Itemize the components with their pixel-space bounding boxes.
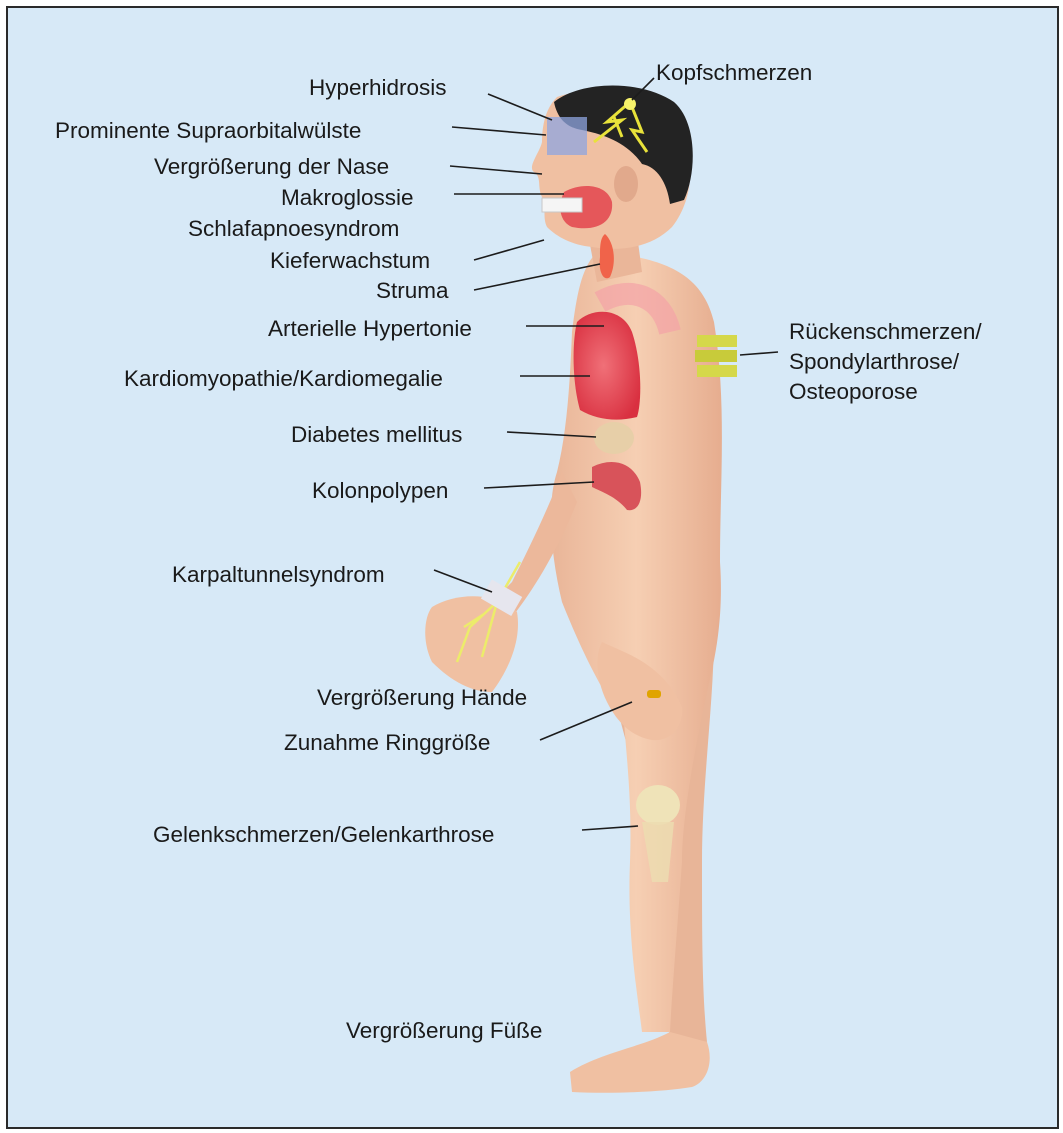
label-struma: Struma	[376, 278, 449, 304]
leader-ruecken	[740, 352, 778, 355]
leader-kiefer	[474, 240, 544, 260]
ring	[647, 690, 661, 698]
label-kiefer: Kieferwachstum	[270, 248, 430, 274]
supraorbital-pattern	[547, 117, 587, 155]
label-kardio: Kardiomyopathie/Kardiomegalie	[124, 366, 443, 392]
label-kolon: Kolonpolypen	[312, 478, 448, 504]
pancreas	[594, 422, 634, 454]
knee-patella	[636, 785, 680, 825]
leader-gelenk	[582, 826, 638, 830]
leader-nase	[450, 166, 542, 174]
ear	[614, 166, 638, 202]
label-gelenk: Gelenkschmerzen/Gelenkarthrose	[153, 822, 494, 848]
leader-supraorbital	[452, 127, 546, 135]
leader-hyperhidrosis	[488, 94, 552, 120]
label-hypertonie: Arterielle Hypertonie	[268, 316, 472, 342]
label-supraorbital: Prominente Supraorbitalwülste	[55, 118, 361, 144]
leader-karpal	[434, 570, 492, 592]
headache-glow	[624, 98, 636, 110]
label-haende: Vergrößerung Hände	[317, 685, 527, 711]
label-ruecken-1: Rückenschmerzen/	[789, 319, 982, 345]
label-diabetes: Diabetes mellitus	[291, 422, 462, 448]
label-ruecken-3: Osteoporose	[789, 379, 918, 405]
figure-frame: Hyperhidrosis Kopfschmerzen Prominente S…	[6, 6, 1059, 1129]
label-hyperhidrosis: Hyperhidrosis	[309, 75, 447, 101]
front-foot	[570, 1032, 710, 1093]
teeth	[542, 198, 582, 212]
label-nase: Vergrößerung der Nase	[154, 154, 389, 180]
label-ring: Zunahme Ringgröße	[284, 730, 490, 756]
spine-segments	[695, 335, 737, 377]
label-fuesse: Vergrößerung Füße	[346, 1018, 542, 1044]
leader-ring	[540, 702, 632, 740]
label-karpal: Karpaltunnelsyndrom	[172, 562, 385, 588]
label-makroglossie: Makroglossie	[281, 185, 414, 211]
label-kopfschmerzen: Kopfschmerzen	[656, 60, 812, 86]
label-schlafapnoe: Schlafapnoesyndrom	[188, 216, 399, 242]
label-ruecken-2: Spondylarthrose/	[789, 349, 959, 375]
